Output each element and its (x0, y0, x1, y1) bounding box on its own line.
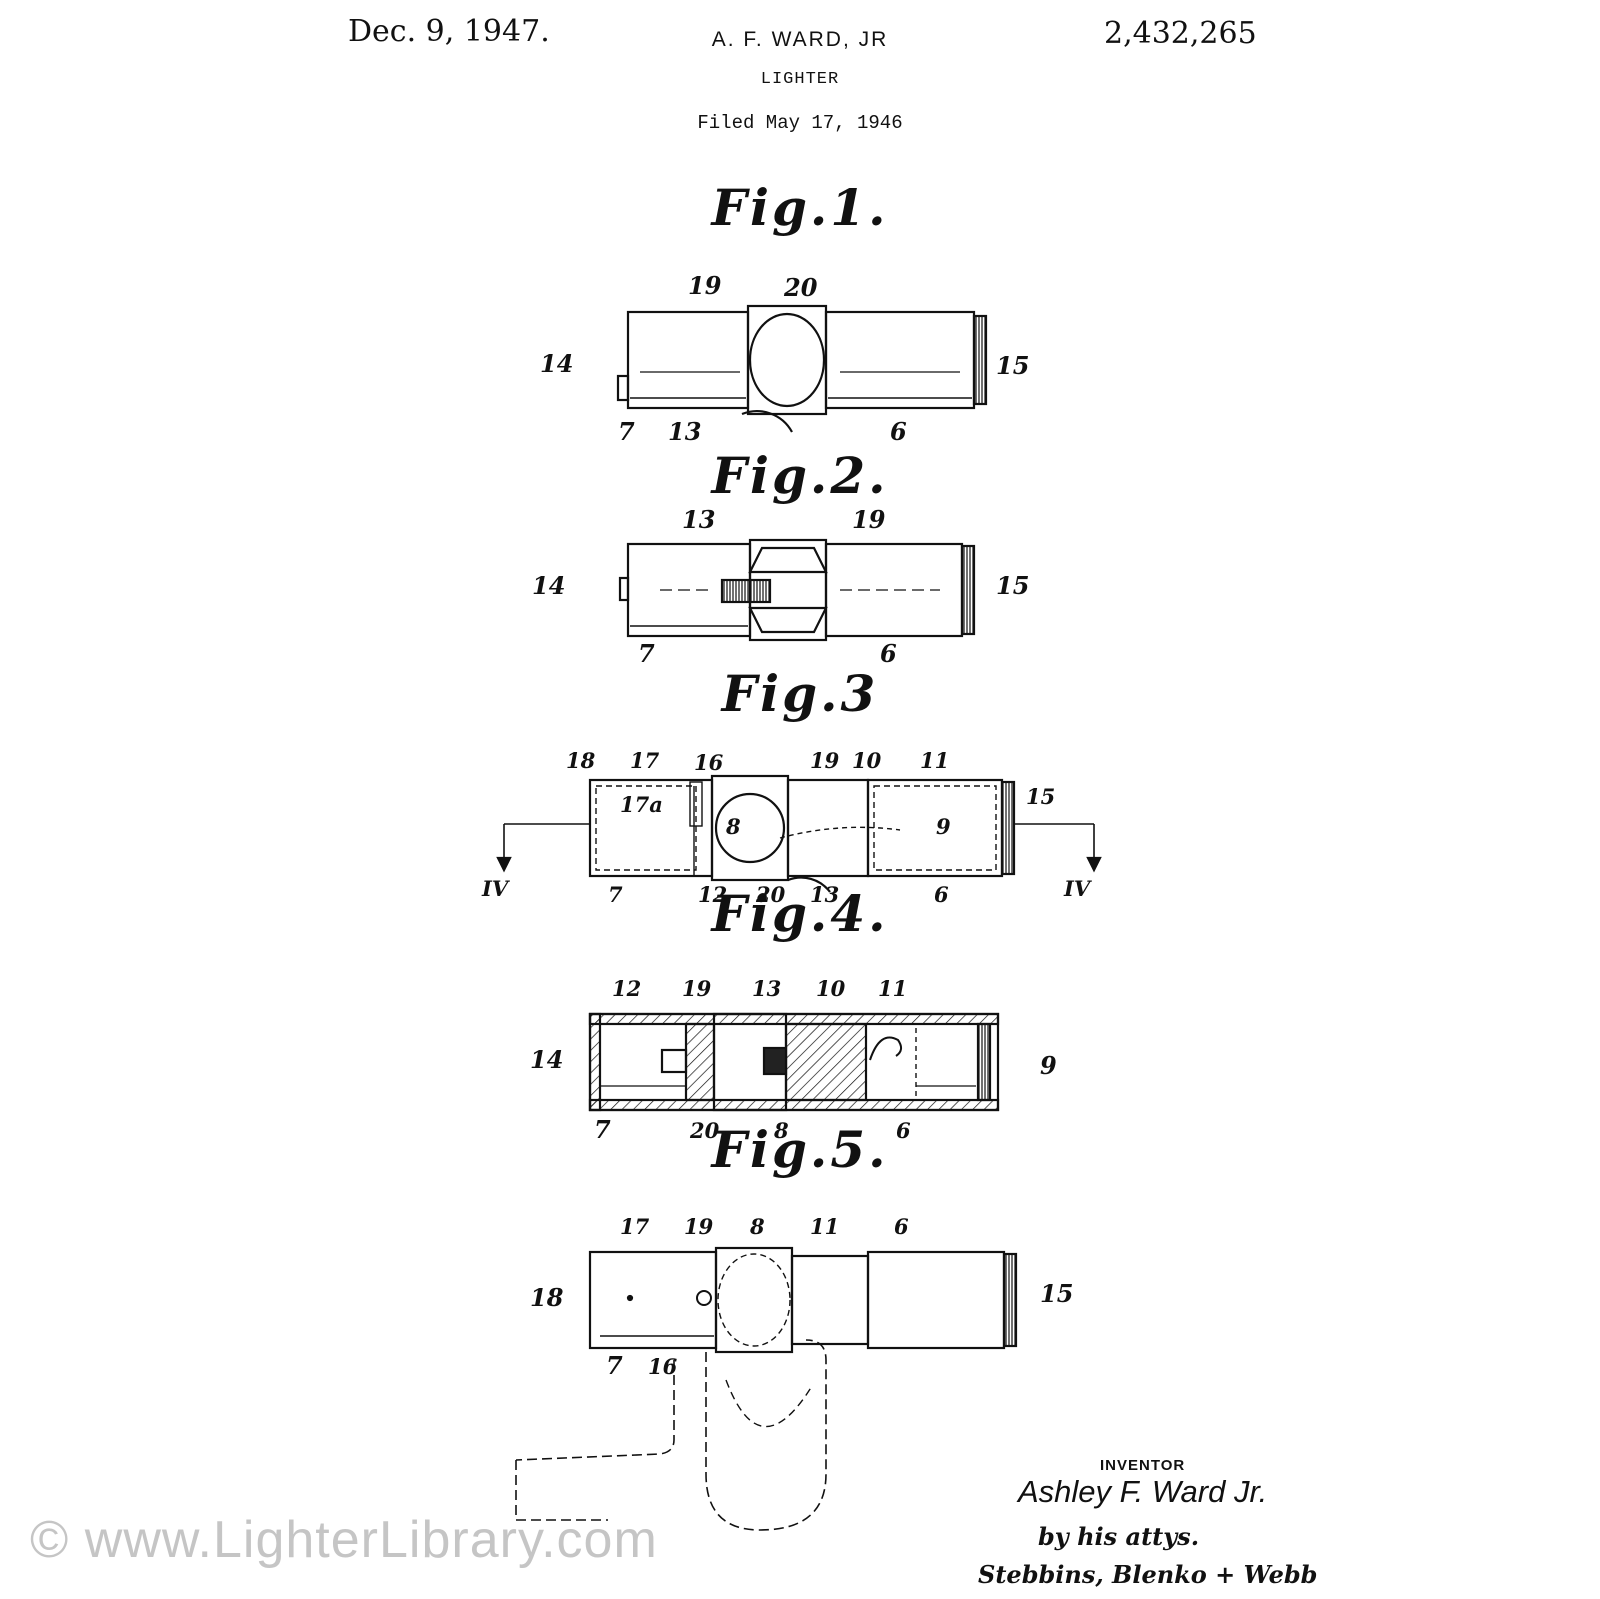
inventor-heading: INVENTOR (1100, 1457, 1186, 1474)
watermark: © www.LighterLibrary.com (30, 1511, 658, 1569)
fig5-label: 7 (606, 1351, 623, 1380)
fig3-label: 6 (934, 882, 949, 907)
fig3-label: 13 (810, 882, 839, 907)
fig4-label: 20 (689, 1118, 720, 1143)
fig3-label: 16 (694, 750, 724, 775)
fig3-label: 8 (725, 814, 741, 839)
fig2-drawing (618, 538, 976, 642)
fig4-title: Fig.4. (711, 884, 889, 943)
fig3-label: 18 (566, 748, 596, 773)
patent-title: LIGHTER (760, 70, 840, 89)
fig5-label: 11 (810, 1214, 839, 1239)
fig3-label: 11 (920, 748, 949, 773)
fig5-title: Fig.5. (711, 1120, 889, 1179)
fig4-label: 19 (682, 976, 712, 1001)
fig5-label: 8 (749, 1214, 765, 1239)
fig4-label: 14 (530, 1045, 563, 1074)
fig5-label: 6 (894, 1214, 909, 1239)
fig1-drawing (616, 304, 988, 433)
fig5-label: 15 (1040, 1279, 1073, 1308)
fig1-label: 19 (688, 271, 722, 300)
fig2-label: 15 (996, 571, 1029, 600)
fig4-label: 7 (594, 1115, 611, 1144)
fig2-label: 14 (532, 571, 565, 600)
fig3-title: Fig.3 (721, 664, 879, 723)
fig1-label: 20 (783, 273, 818, 302)
fig1-label: 14 (540, 349, 573, 378)
fig5-label: 16 (648, 1354, 678, 1379)
fig3-label: 12 (698, 882, 727, 907)
fig4-label: 8 (773, 1118, 789, 1143)
fig3-label: IV (481, 876, 511, 901)
fig4-label: 9 (1040, 1051, 1057, 1080)
fig5-drawing (515, 1246, 1018, 1531)
fig4-label: 13 (752, 976, 781, 1001)
fig4-label: 10 (816, 976, 846, 1001)
fig4-label: 11 (878, 976, 907, 1001)
fig3-label: 9 (936, 814, 951, 839)
attorneys-line-2: Stebbins, Blenko + Webb (978, 1560, 1318, 1589)
fig4-label: 6 (896, 1118, 911, 1143)
fig1-title: Fig.1. (711, 178, 889, 237)
fig1-label: 13 (668, 417, 701, 446)
fig3-label: 10 (852, 748, 882, 773)
fig1-label: 15 (996, 351, 1029, 380)
fig3-label: 15 (1026, 784, 1055, 809)
fig3-label: 7 (608, 882, 623, 907)
fig3-label: 20 (755, 882, 786, 907)
fig2-label: 6 (880, 639, 897, 668)
filed-date: Filed May 17, 1946 (697, 112, 903, 134)
inventor-signature: Ashley F. Ward Jr. (1018, 1474, 1268, 1509)
attorneys-line-1: by his attys. (1038, 1522, 1200, 1551)
fig5-label: 18 (530, 1283, 564, 1312)
fig2-label: 7 (638, 639, 655, 668)
fig3-label: 17 (630, 748, 660, 773)
fig3-label: IV (1063, 876, 1093, 901)
fig1-label: 6 (890, 417, 907, 446)
fig4-label: 12 (612, 976, 641, 1001)
fig3-drawing (496, 774, 1102, 893)
fig4-drawing (588, 1012, 1000, 1112)
patent-number: 2,432,265 (1104, 16, 1257, 51)
fig5-label: 17 (620, 1214, 650, 1239)
inventor-name: A. F. WARD, JR (711, 28, 889, 51)
fig3-label: 19 (810, 748, 840, 773)
fig1-label: 7 (618, 417, 635, 446)
fig2-label: 19 (852, 505, 886, 534)
fig5-label: 19 (684, 1214, 714, 1239)
fig3-label: 17a (620, 792, 663, 817)
fig2-label: 13 (682, 505, 715, 534)
patent-date: Dec. 9, 1947. (348, 14, 550, 49)
fig2-title: Fig.2. (711, 446, 889, 505)
